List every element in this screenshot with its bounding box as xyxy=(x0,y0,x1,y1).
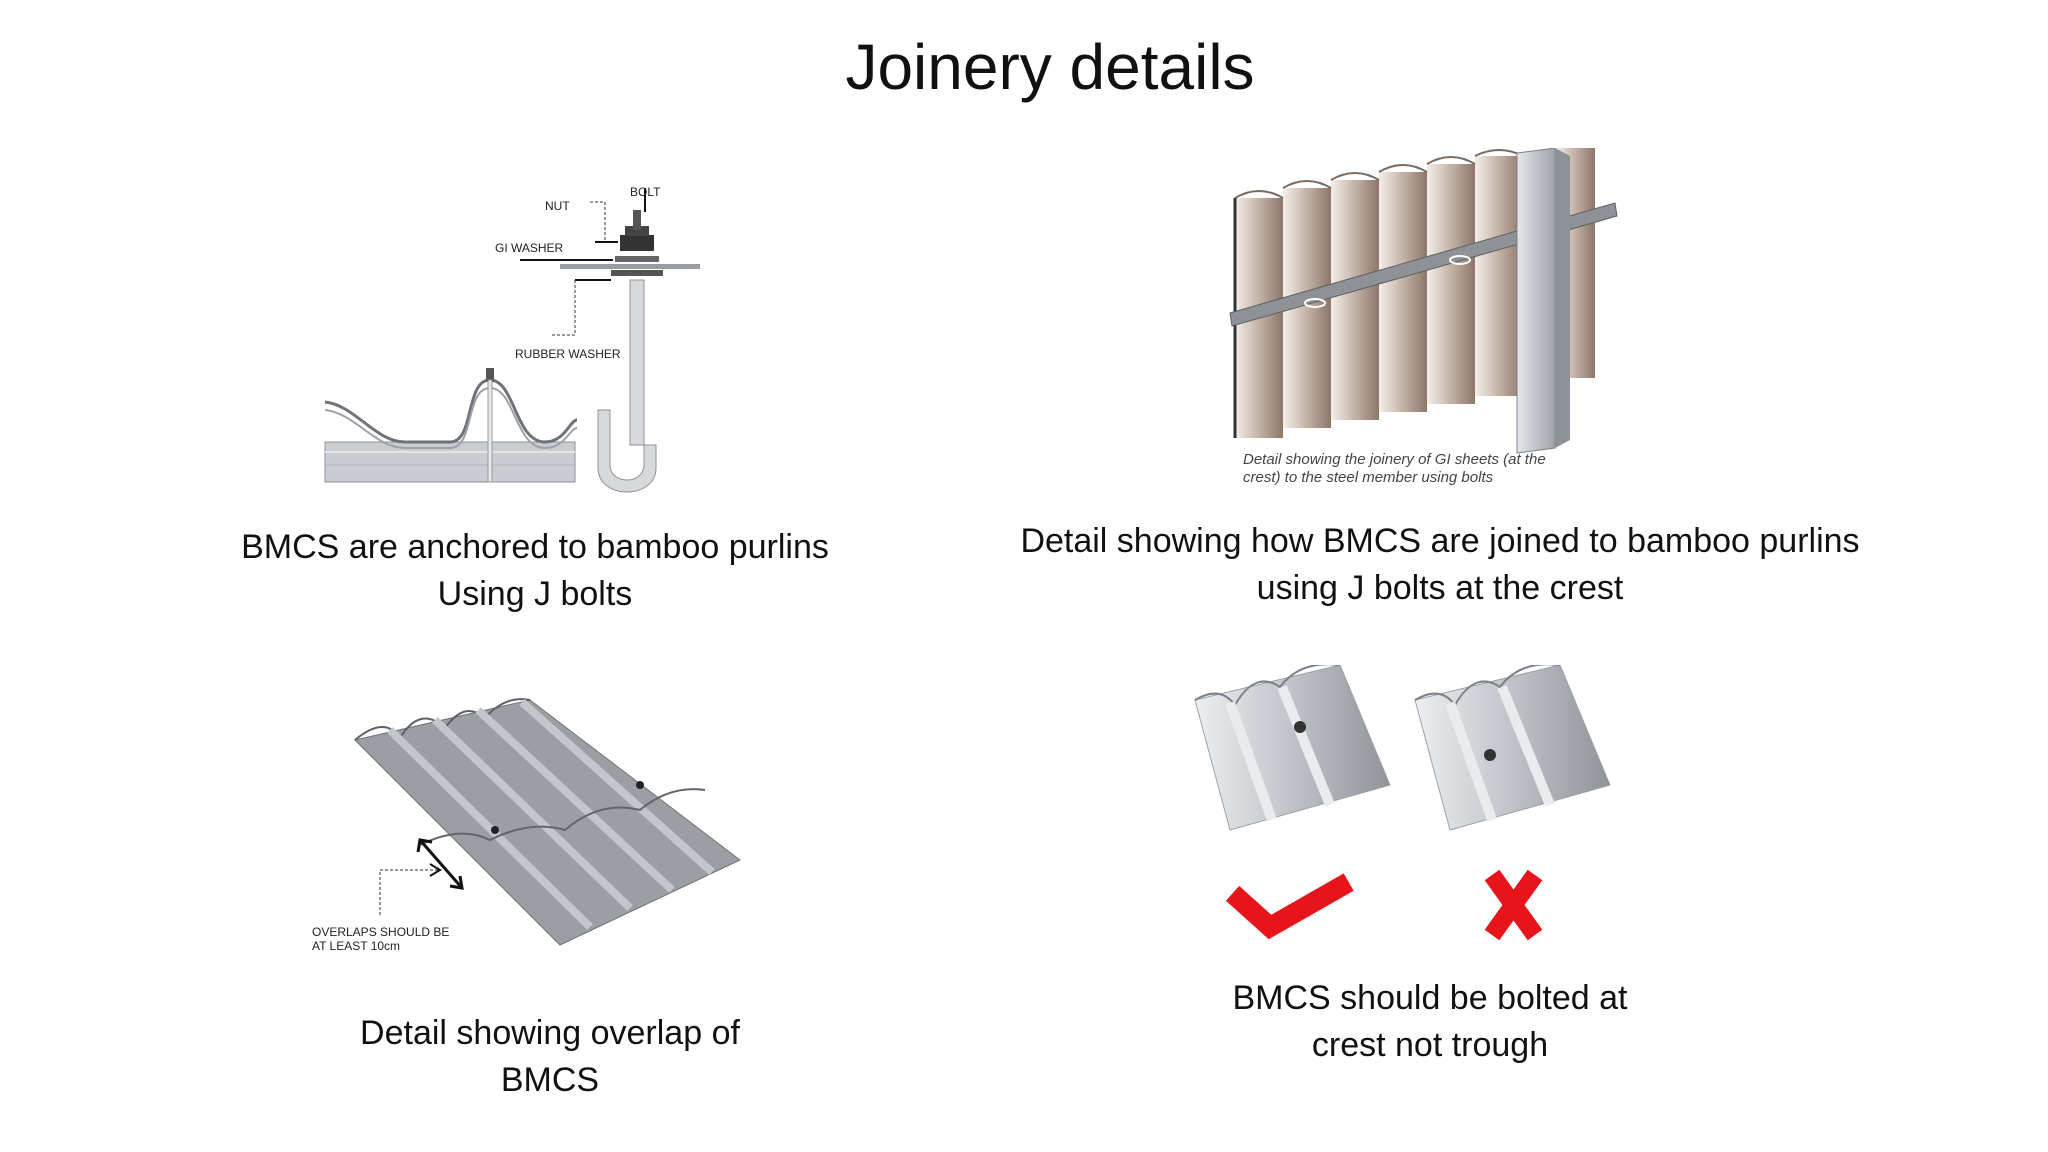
crest-vs-trough-diagram xyxy=(1194,665,1611,941)
overlap-figure: OVERLAPS SHOULD BE AT LEAST 10cm xyxy=(300,690,760,970)
j-bolt-anchor-figure: NUT BOLT GI WASHER RUBBER WASHER xyxy=(315,180,735,500)
crest-joinery-diagram: Detail showing the joinery of GI sheets … xyxy=(1225,148,1625,488)
caption-line: Using J bolts xyxy=(437,575,633,613)
caption-overlap: Detail showing overlap of BMCS xyxy=(245,1010,855,1104)
rubber-washer-label: RUBBER WASHER xyxy=(515,347,621,361)
caption-crest-joinery: Detail showing how BMCS are joined to ba… xyxy=(990,518,1890,612)
check-mark-icon xyxy=(1225,873,1354,940)
cross-mark-icon xyxy=(1484,869,1543,941)
crest-joinery-figure: Detail showing the joinery of GI sheets … xyxy=(1225,148,1625,488)
crest-vs-trough-figure xyxy=(1190,665,1620,955)
bolt-label: BOLT xyxy=(630,185,661,199)
caption-j-bolt-anchor: BMCS are anchored to bamboo purlins Usin… xyxy=(130,524,940,618)
caption-line: using J bolts at the crest xyxy=(1256,569,1624,607)
caption-crest-not-trough: BMCS should be bolted at crest not troug… xyxy=(1170,975,1690,1069)
j-bolt-diagram: NUT BOLT GI WASHER RUBBER WASHER xyxy=(324,185,700,493)
overlap-label-line2: AT LEAST 10cm xyxy=(312,939,400,953)
caption-line: BMCS should be bolted at xyxy=(1232,979,1628,1017)
caption-line: BMCS xyxy=(500,1061,600,1099)
slide-title: Joinery details xyxy=(845,31,1255,103)
caption-line: BMCS are anchored to bamboo purlins xyxy=(241,528,829,566)
gi-washer-label: GI WASHER xyxy=(495,241,564,255)
figure-caption-line: Detail showing the joinery of GI sheets … xyxy=(1243,451,1546,468)
caption-line: crest not trough xyxy=(1311,1026,1549,1064)
caption-line: Detail showing how BMCS are joined to ba… xyxy=(1020,522,1860,560)
overlap-label-line1: OVERLAPS SHOULD BE xyxy=(312,925,449,939)
figure-caption-line: crest) to the steel member using bolts xyxy=(1243,469,1494,486)
caption-line: Detail showing overlap of xyxy=(360,1014,740,1052)
nut-label: NUT xyxy=(545,199,570,213)
overlap-diagram: OVERLAPS SHOULD BE AT LEAST 10cm xyxy=(312,698,741,953)
